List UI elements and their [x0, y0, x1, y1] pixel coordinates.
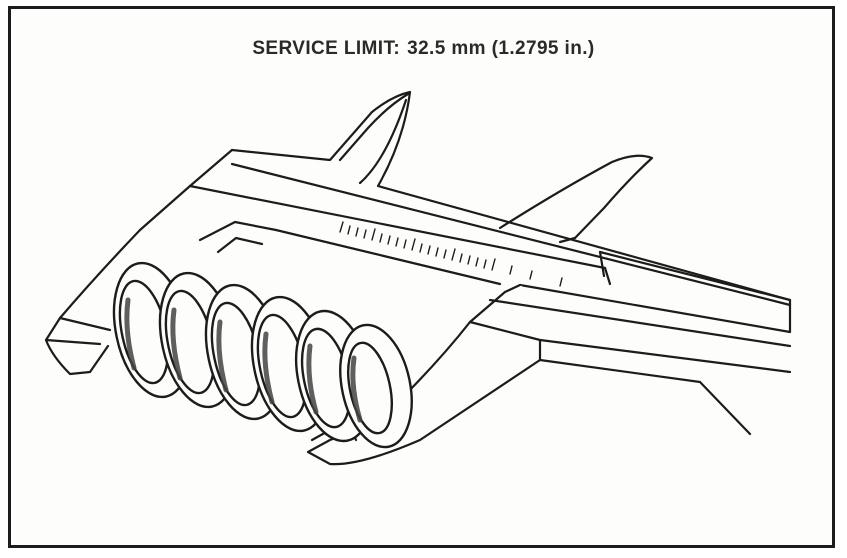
- upper-fixed-jaw: [338, 92, 410, 185]
- main-scale-ticks: [339, 221, 563, 287]
- spring-shading: [124, 297, 363, 423]
- service-limit-value: 32.5 mm (1.2795 in.): [407, 38, 595, 59]
- upper-sliding-jaw: [498, 154, 654, 244]
- service-limit-caption: SERVICE LIMIT: 32.5 mm (1.2795 in.): [0, 38, 847, 60]
- lower-fixed-jaw: [44, 184, 502, 376]
- service-limit-label: SERVICE LIMIT:: [252, 38, 401, 59]
- caliper-beam: [188, 90, 792, 334]
